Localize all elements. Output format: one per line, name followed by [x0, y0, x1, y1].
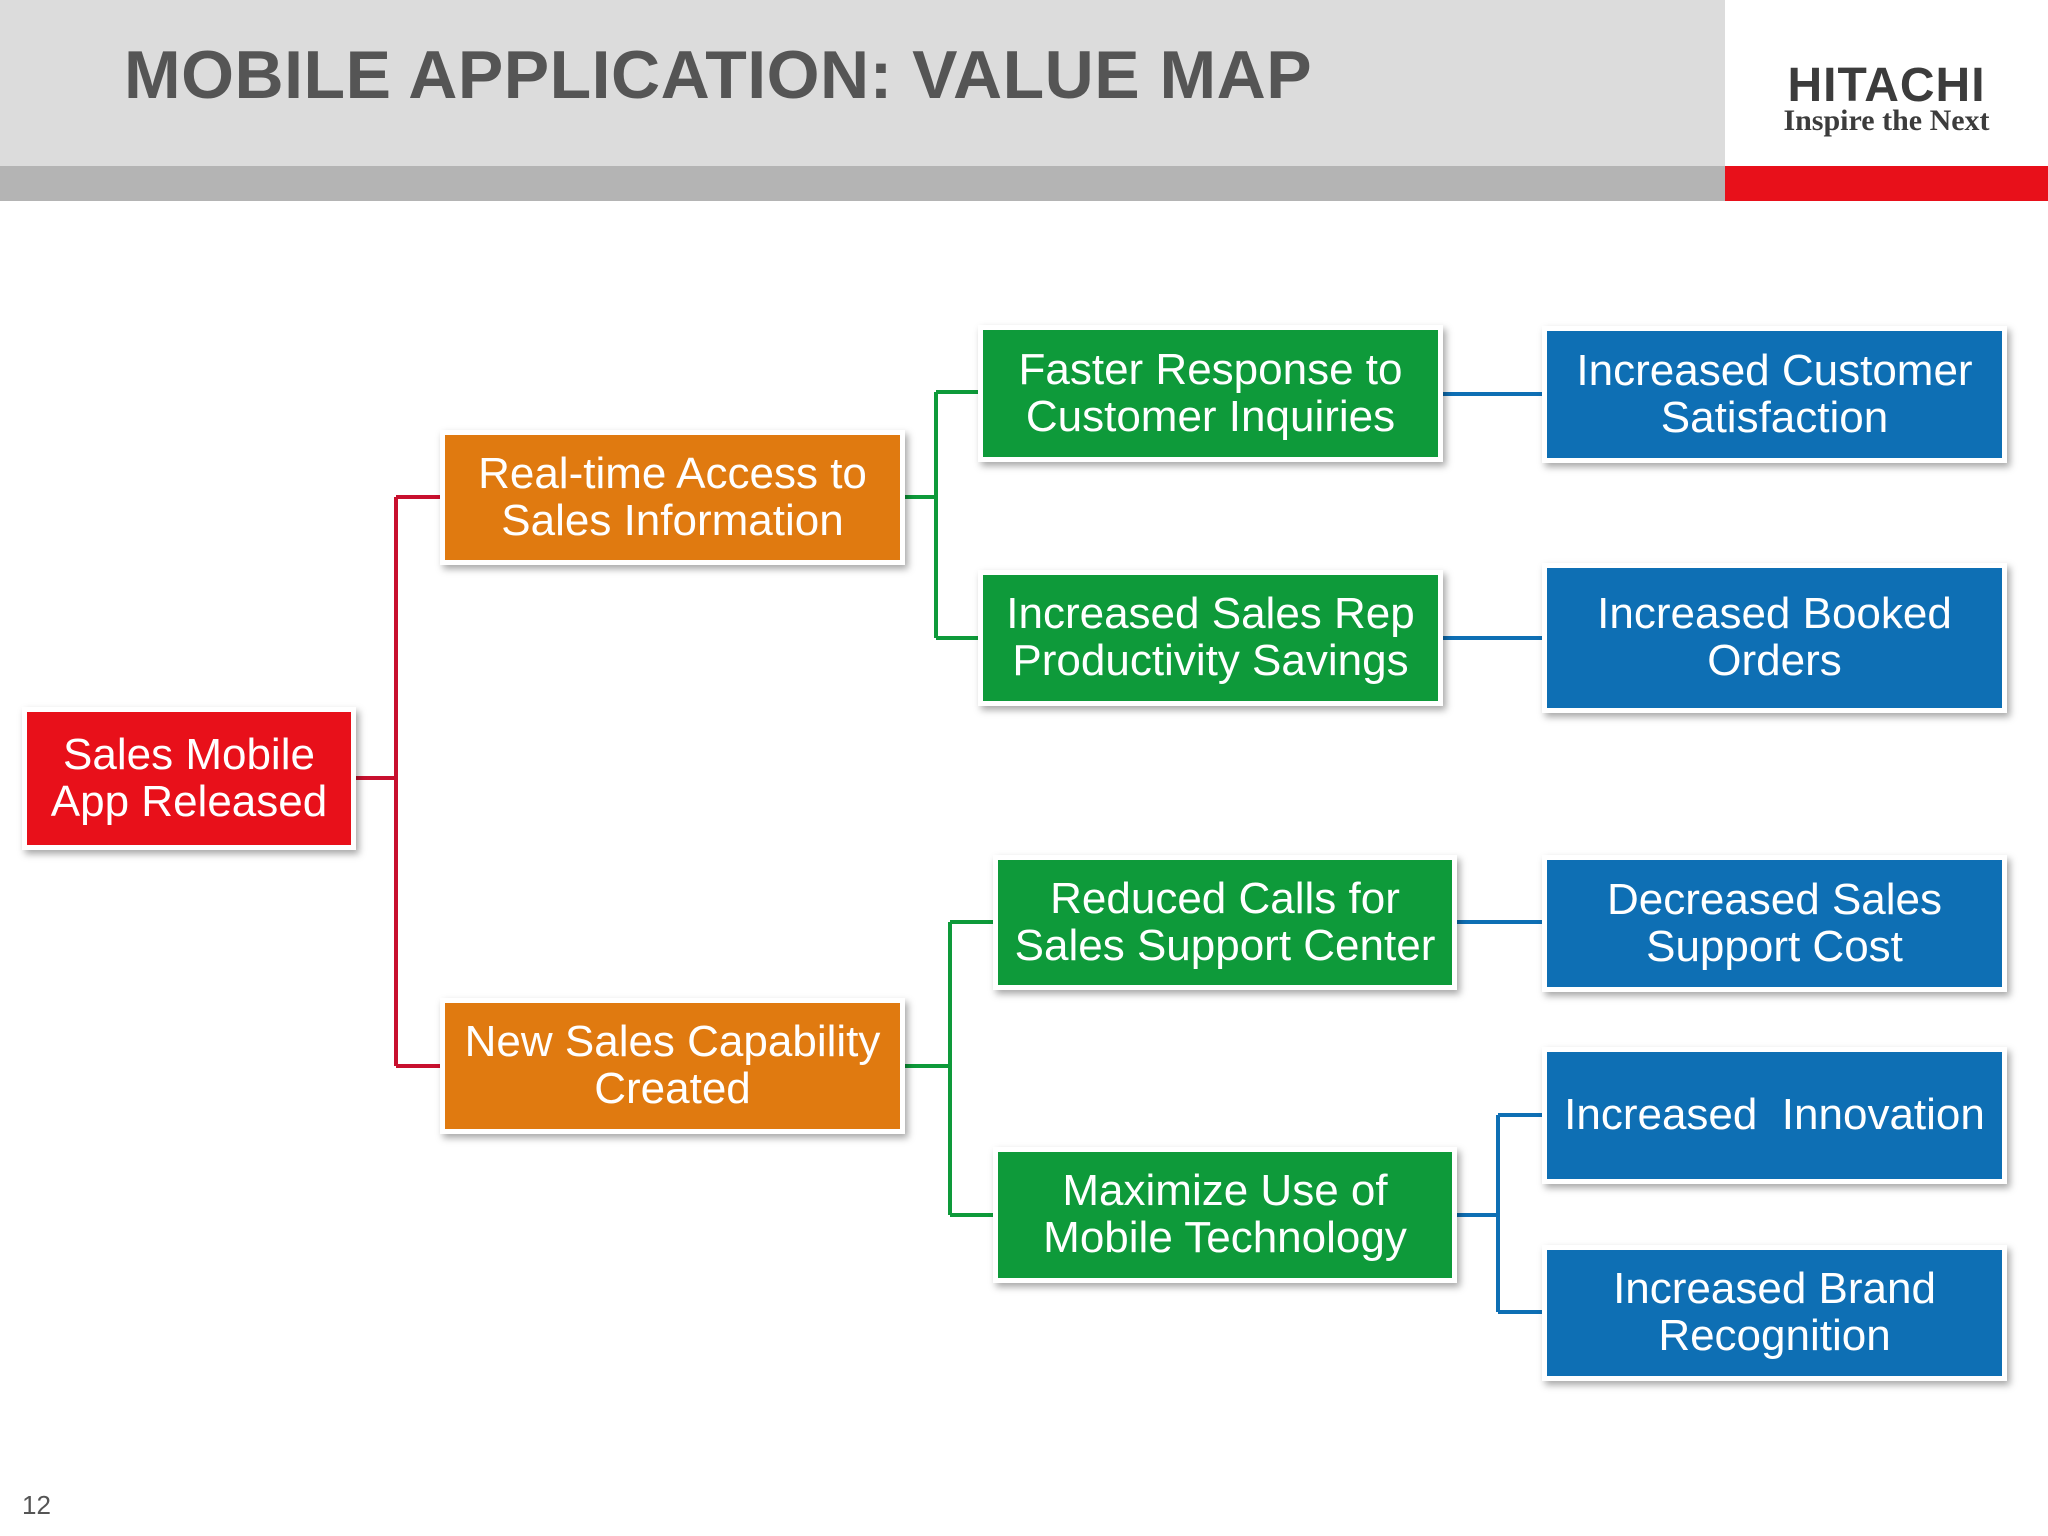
value-node-label: Increased Brand Recognition — [1613, 1264, 1936, 1360]
value-node: Increased Innovation — [1542, 1047, 2007, 1184]
root-node: Sales Mobile App Released — [22, 707, 356, 850]
driver-node: Real-time Access to Sales Information — [440, 430, 905, 565]
outcome-connectors — [1443, 392, 1542, 1314]
value-node: Increased Brand Recognition — [1542, 1245, 2007, 1381]
logo-accent-strip — [1725, 166, 2048, 201]
value-node: Increased Booked Orders — [1542, 563, 2007, 713]
driver-node-label: Real-time Access to Sales Information — [478, 448, 867, 545]
company-logo-name: HITACHI — [1787, 59, 1986, 112]
driver-connectors — [905, 390, 993, 1217]
page-number: 12 — [22, 1490, 51, 1520]
value-node: Increased Customer Satisfaction — [1542, 326, 2007, 463]
outcome-node-label: Increased Sales Rep Productivity Savings — [1006, 589, 1415, 685]
company-logo-tagline: Inspire the Next — [1783, 104, 1990, 137]
outcome-node-label: Faster Response to Customer Inquiries — [1018, 344, 1403, 441]
driver-node-label: New Sales Capability Created — [464, 1017, 881, 1113]
header-band — [0, 0, 1725, 166]
value-node-label: Increased Booked Orders — [1597, 589, 1952, 685]
value-node-label: Increased Innovation — [1564, 1090, 1985, 1140]
root-node-label: Sales Mobile App Released — [50, 729, 328, 826]
root-connectors — [356, 495, 440, 1068]
header-strip — [0, 166, 1725, 201]
value-node: Decreased Sales Support Cost — [1542, 855, 2007, 992]
outcome-node: Reduced Calls for Sales Support Center — [993, 855, 1457, 990]
slide-title: MOBILE APPLICATION: VALUE MAP — [124, 37, 1313, 113]
logo-area — [1725, 0, 2048, 166]
driver-node: New Sales Capability Created — [440, 998, 905, 1134]
value-node-label: Decreased Sales Support Cost — [1606, 874, 1943, 971]
outcome-node-label: Reduced Calls for Sales Support Center — [1014, 873, 1436, 970]
value-node-label: Increased Customer Satisfaction — [1576, 345, 1973, 442]
outcome-node-label: Maximize Use of Mobile Technology — [1043, 1166, 1407, 1262]
outcome-node: Increased Sales Rep Productivity Savings — [978, 570, 1443, 706]
outcome-node: Maximize Use of Mobile Technology — [993, 1147, 1457, 1283]
outcome-node: Faster Response to Customer Inquiries — [978, 325, 1443, 462]
